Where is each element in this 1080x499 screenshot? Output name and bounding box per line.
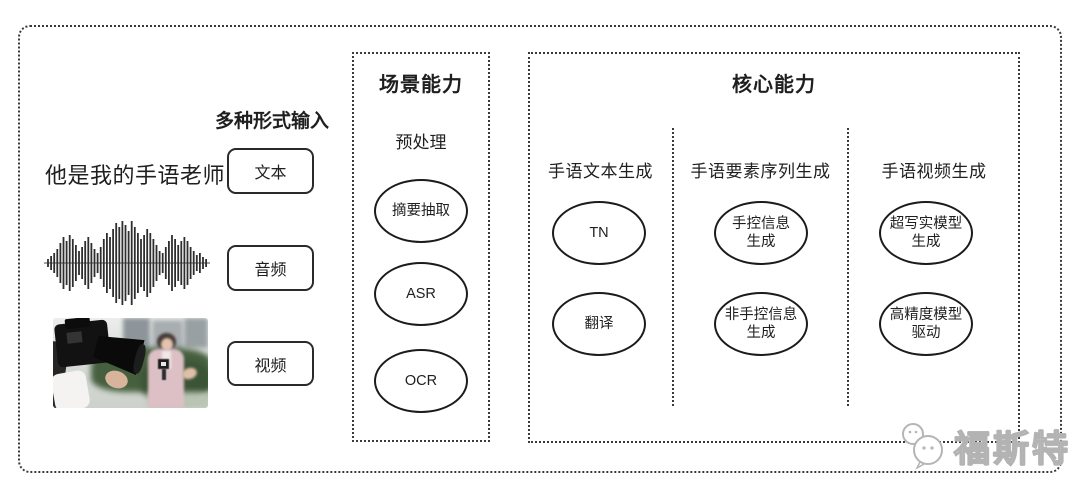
reporter-face xyxy=(161,338,173,351)
scene-panel-title: 场景能力 xyxy=(379,74,463,96)
preprocessing-label: 预处理 xyxy=(395,133,447,152)
node-non-manual-info-generation: 非手控信息 生成 xyxy=(714,292,808,356)
column-label-sl-element-sequence-generation: 手语要素序列生成 xyxy=(690,162,831,181)
core-capability-panel xyxy=(528,52,1020,443)
reporter-photo xyxy=(53,318,208,408)
watermark: 福斯特 xyxy=(898,420,1071,472)
column-label-sl-text-generation: 手语文本生成 xyxy=(548,162,653,181)
camera-screen xyxy=(66,331,83,344)
watermark-text: 福斯特 xyxy=(953,427,1072,469)
input-type-video: 视频 xyxy=(227,341,314,386)
core-panel-title: 核心能力 xyxy=(732,74,816,96)
sample-sentence: 他是我的手语老师 xyxy=(45,163,226,188)
audio-waveform-icon xyxy=(44,221,210,305)
node-tn: TN xyxy=(552,201,646,265)
column-label-sl-video-generation: 手语视频生成 xyxy=(881,162,987,181)
node-ocr: OCR xyxy=(374,349,468,413)
photo-building xyxy=(184,318,208,348)
core-column-divider xyxy=(672,128,674,406)
scene-capability-panel xyxy=(352,52,490,442)
figure-outer-border xyxy=(18,25,1062,473)
node-translation: 翻译 xyxy=(552,292,646,356)
node-summary-extraction: 摘要抽取 xyxy=(374,179,468,243)
cameraman-sleeve xyxy=(53,369,92,408)
input-type-text: 文本 xyxy=(227,148,314,194)
input-section-title: 多种形式输入 xyxy=(214,111,329,132)
microphone-stem xyxy=(162,369,166,380)
chat-faces-icon xyxy=(902,423,943,470)
core-column-divider xyxy=(847,128,849,406)
node-asr: ASR xyxy=(374,262,468,326)
microphone-label xyxy=(161,362,166,366)
input-type-audio: 音频 xyxy=(227,245,314,291)
node-hyperrealistic-model-generation: 超写实模型 生成 xyxy=(879,201,973,265)
node-high-precision-model-driving: 高精度模型 驱动 xyxy=(879,292,973,356)
node-manual-info-generation: 手控信息 生成 xyxy=(714,201,808,265)
